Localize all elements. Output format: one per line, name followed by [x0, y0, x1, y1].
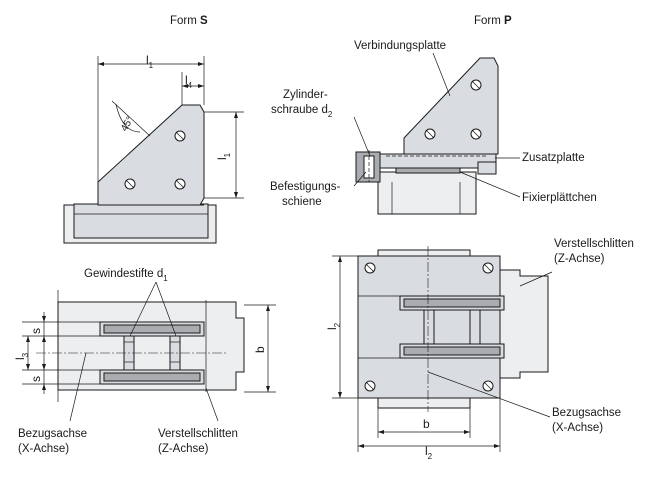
form-p-side-view — [353, 52, 521, 215]
label-zusatzplatte: Zusatzplatte — [522, 152, 585, 164]
label-bezugsachse-left-2: (X-Achse) — [18, 443, 69, 455]
label-bezugsachse-right-2: (X-Achse) — [552, 422, 603, 434]
form-s-top-view — [22, 281, 276, 422]
dim-l1-top: l1 — [146, 53, 154, 70]
verbindungsplatte — [403, 57, 499, 155]
label-verstellschlitten-right-2: (Z-Achse) — [554, 253, 605, 265]
label-verbindungsplatte: Verbindungsplatte — [354, 40, 446, 52]
title-form-p: Form P — [474, 15, 512, 27]
dim-s-top: s — [29, 328, 43, 334]
label-befestigungsschiene-1: Befestigungs- — [270, 181, 340, 193]
label-verstellschlitten-left-1: Verstellschlitten — [158, 428, 238, 440]
dim-s-bottom: s — [29, 376, 43, 382]
label-fixierplaettchen: Fixierplättchen — [522, 192, 597, 204]
form-p-top-view — [332, 246, 553, 452]
svg-text:Form S: Form S — [170, 15, 208, 27]
dim-l3: l3 — [13, 352, 30, 360]
label-verstellschlitten-left-2: (Z-Achse) — [158, 443, 209, 455]
title-form-s: Form S — [170, 15, 208, 27]
label-befestigungsschiene-2: schiene — [282, 196, 322, 208]
dim-b-left: b — [253, 346, 267, 353]
dim-l4: l4 — [185, 73, 193, 90]
label-zylinderschraube-1: Zylinder- — [283, 89, 328, 101]
label-zylinderschraube-2: schraube d2 — [271, 104, 333, 119]
label-bezugsachse-right-1: Bezugsachse — [552, 407, 621, 419]
dim-b-bottom: b — [423, 417, 430, 431]
label-gewindestifte: Gewindestifte d1 — [84, 268, 168, 283]
dim-l2-side: l2 — [325, 322, 342, 330]
dim-l2-bottom: l2 — [425, 444, 433, 461]
dim-l1-side: l1 — [215, 152, 232, 160]
label-verstellschlitten-right-1: Verstellschlitten — [554, 238, 634, 250]
label-bezugsachse-left-1: Bezugsachse — [18, 428, 87, 440]
angle-bracket-s — [97, 104, 205, 206]
svg-text:Form P: Form P — [474, 15, 512, 27]
form-s-front-view — [63, 56, 244, 244]
